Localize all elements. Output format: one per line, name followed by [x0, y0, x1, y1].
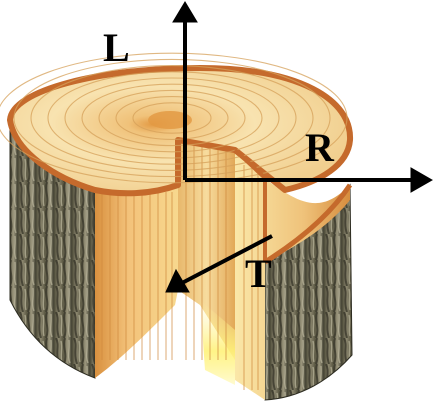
- axis-label-t: T: [245, 254, 272, 294]
- axis-label-r: R: [305, 128, 334, 168]
- axis-r-arrowhead: [411, 168, 432, 192]
- axis-l-arrowhead: [173, 2, 197, 22]
- axis-label-l: L: [103, 28, 130, 68]
- top-face: [10, 68, 350, 193]
